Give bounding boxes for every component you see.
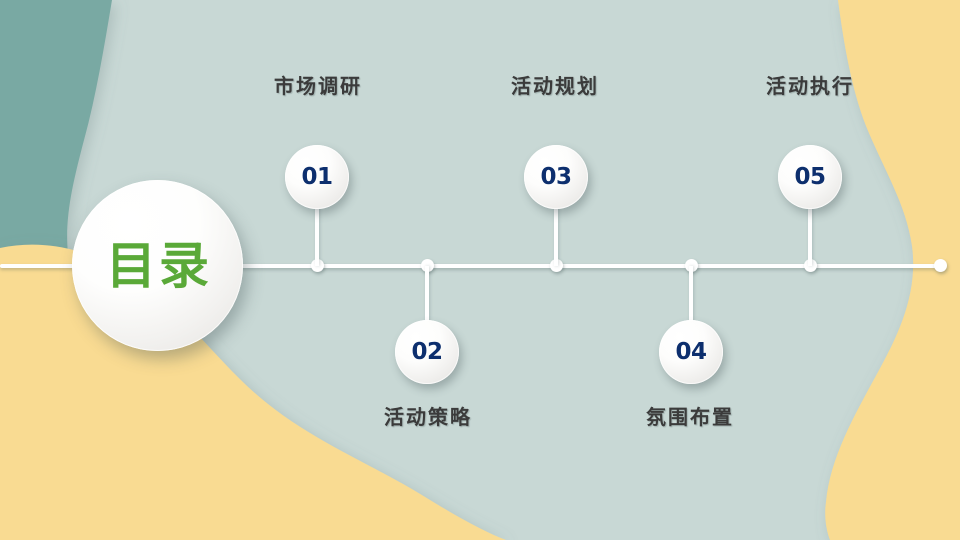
timeline-caption-04: 氛围布置: [646, 405, 734, 429]
menu-title-circle[interactable]: 目录: [72, 180, 243, 351]
node-number-04: 04: [675, 338, 707, 365]
timeline-caption-01: 市场调研: [274, 74, 362, 98]
node-number-01: 01: [301, 163, 333, 190]
timeline-caption-03: 活动规划: [511, 74, 599, 98]
yellow-blob-right: [825, 0, 960, 540]
timeline-caption-02: 活动策略: [384, 405, 472, 429]
timeline-node-02[interactable]: 02: [395, 320, 459, 384]
timeline-node-05[interactable]: 05: [778, 145, 842, 209]
timeline-caption-05: 活动执行: [766, 74, 854, 98]
timeline-node-01[interactable]: 01: [285, 145, 349, 209]
node-number-02: 02: [411, 338, 443, 365]
node-number-03: 03: [540, 163, 572, 190]
timeline-node-04[interactable]: 04: [659, 320, 723, 384]
menu-title-label: 目录: [106, 236, 212, 295]
node-number-05: 05: [794, 163, 826, 190]
timeline-node-03[interactable]: 03: [524, 145, 588, 209]
